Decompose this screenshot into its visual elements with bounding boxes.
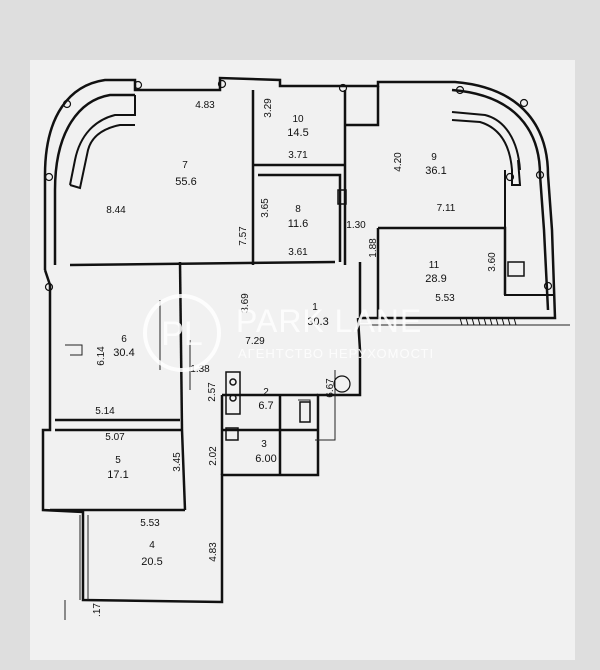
room-5-area: 17.1 <box>107 469 128 481</box>
bath-fixtures <box>225 189 525 441</box>
room-labels: 7 55.6 10 14.5 8 11.6 9 36.1 11 28.9 1 3… <box>107 114 446 568</box>
dim-5-14: 5.14 <box>95 406 115 417</box>
room-8-number: 8 <box>295 204 301 215</box>
dim-17: .17 <box>92 603 103 617</box>
dim-5-53-bottom: 5.53 <box>140 518 160 529</box>
dim-5-07: 5.07 <box>105 432 125 443</box>
room-10-number: 10 <box>292 114 304 125</box>
room-7-area: 55.6 <box>175 176 196 188</box>
dim-4-83-bottom: 4.83 <box>208 542 219 562</box>
dim-3-69: 3.69 <box>240 293 251 313</box>
dim-5-53-right: 5.53 <box>435 293 455 304</box>
dim-7-29: 7.29 <box>245 336 265 347</box>
room-6-number: 6 <box>121 334 127 345</box>
watermark-brand: PARK LANE <box>236 303 422 339</box>
room-2-number: 2 <box>263 387 269 398</box>
dim-2-57: 2.57 <box>207 382 218 402</box>
room-2-area: 6.7 <box>258 400 273 412</box>
room-4-number: 4 <box>149 540 155 551</box>
bay-windows <box>69 95 555 296</box>
watermark: PL PARK LANE АГЕНТСТВО НЕРУХОМОСТІ <box>143 294 434 372</box>
dim-3-65: 3.65 <box>260 198 271 218</box>
corner-markers <box>44 79 553 393</box>
room-4-area: 20.5 <box>141 556 162 568</box>
room-10-area: 14.5 <box>287 127 308 139</box>
room-9-number: 9 <box>431 152 437 163</box>
room-3-area: 6.00 <box>255 453 276 465</box>
watermark-logo: PL <box>161 315 203 353</box>
dim-1-38: 1.38 <box>190 364 210 375</box>
room-3-number: 3 <box>261 439 267 450</box>
dim-3-71: 3.71 <box>288 150 308 161</box>
detail-lines <box>64 300 570 620</box>
room-1-area: 30.3 <box>307 316 328 328</box>
dim-4-20: 4.20 <box>393 152 404 172</box>
dim-2-02: 2.02 <box>208 446 219 466</box>
room-11-number: 11 <box>429 260 440 271</box>
dim-7-11: 7.11 <box>437 203 456 214</box>
dim-3-29: 3.29 <box>263 98 274 118</box>
dim-3-61: 3.61 <box>288 247 308 258</box>
dim-6-67: 6.67 <box>325 378 336 398</box>
room-7-number: 7 <box>182 160 188 171</box>
balcony-hatch <box>459 317 517 326</box>
watermark-logo-ring <box>143 294 221 372</box>
dimension-labels: 4.83 8.44 3.71 3.61 1.30 7.11 5.53 7.29 … <box>92 98 498 617</box>
room-9-area: 36.1 <box>425 165 446 177</box>
outer-walls <box>41 76 557 604</box>
dim-6-14: 6.14 <box>96 346 107 366</box>
dim-3-60: 3.60 <box>487 252 498 272</box>
dim-1-30: 1.30 <box>346 220 366 231</box>
watermark-subtitle: АГЕНТСТВО НЕРУХОМОСТІ <box>238 346 434 361</box>
room-1-number: 1 <box>312 302 318 313</box>
room-5-number: 5 <box>115 455 121 466</box>
dim-7-57: 7.57 <box>238 226 249 246</box>
room-8-area: 11.6 <box>288 218 309 230</box>
dim-4-83-top: 4.83 <box>195 100 215 111</box>
room-6-area: 30.4 <box>113 347 134 359</box>
dim-1-88: 1.88 <box>368 238 379 258</box>
dim-8-44: 8.44 <box>106 205 126 216</box>
dim-3-45: 3.45 <box>172 452 183 472</box>
room-11-area: 28.9 <box>425 273 446 285</box>
interior-walls <box>50 86 507 512</box>
